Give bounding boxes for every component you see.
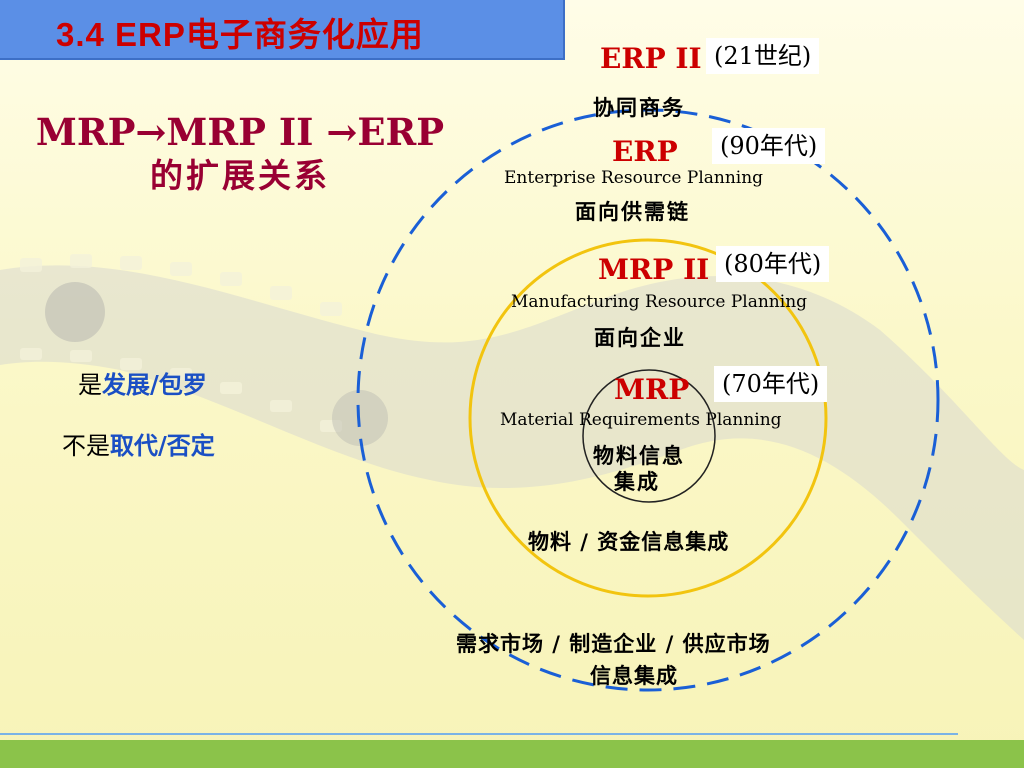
erp2-desc: 协同商务: [593, 95, 685, 120]
heading-line1: MRP→MRP II →ERP: [35, 110, 445, 154]
film-frame-3: [45, 282, 105, 342]
mrp-full-name: Material Requirements Planning: [500, 410, 782, 430]
mrp2-label: MRP II: [598, 253, 710, 286]
side-note-2-prefix: 不是: [62, 432, 110, 460]
bottom-bar: [0, 740, 1024, 768]
mrp-period: (70年代): [714, 366, 828, 402]
heading: MRP→MRP II →ERP 的扩展关系: [20, 110, 460, 198]
erp-scope-line1: 需求市场 / 制造企业 / 供应市场: [456, 631, 771, 656]
mrp-circle: [582, 369, 716, 503]
erp-period: (90年代): [712, 128, 826, 164]
erp-full-name: Enterprise Resource Planning: [504, 168, 764, 188]
erp-scope-line2: 信息集成: [590, 663, 678, 688]
erp-circle: [356, 108, 940, 692]
mrp2-scope: 物料 / 资金信息集成: [528, 529, 730, 554]
mrp-desc-line1: 物料信息: [593, 443, 685, 468]
heading-line2: 的扩展关系: [150, 156, 330, 195]
bottom-divider: [0, 733, 958, 735]
erp-label: ERP: [612, 135, 678, 168]
mrp2-desc: 面向企业: [594, 325, 686, 350]
side-note-1: 是发展/包罗: [78, 365, 207, 400]
erp2-period: (21世纪): [706, 38, 820, 74]
mrp2-full-name: Manufacturing Resource Planning: [511, 292, 808, 312]
side-note-1-prefix: 是: [78, 371, 102, 399]
title-bar: 3.4 ERP电子商务化应用: [0, 0, 565, 60]
erp-desc: 面向供需链: [575, 199, 690, 224]
erp2-label: ERP II: [600, 42, 702, 75]
side-note-2-highlight: 取代/否定: [110, 431, 215, 460]
mrp-desc-line2: 集成: [614, 469, 660, 494]
mrp-label: MRP: [614, 373, 690, 406]
mrp2-period: (80年代): [716, 246, 830, 282]
side-note-1-highlight: 发展/包罗: [102, 370, 207, 399]
slide-title: 3.4 ERP电子商务化应用: [56, 16, 424, 53]
side-note-2: 不是取代/否定: [62, 426, 215, 461]
mrp2-circle: [468, 238, 828, 598]
